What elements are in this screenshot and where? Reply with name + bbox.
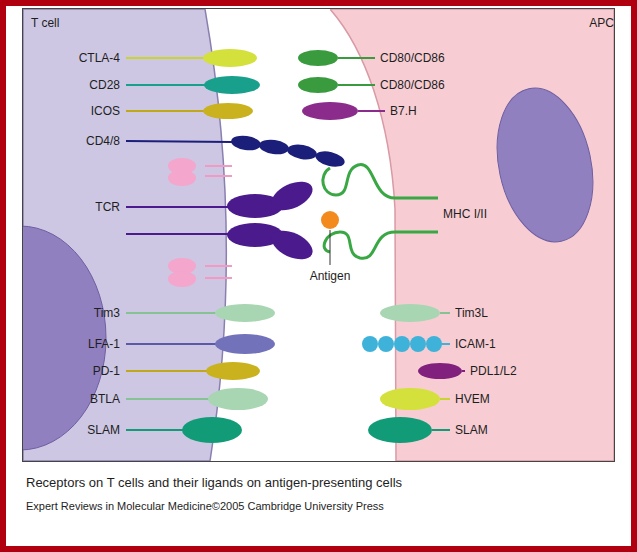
molecule-name: CD28 [89, 78, 120, 92]
stem [338, 57, 375, 59]
stem [205, 165, 232, 167]
stem [126, 370, 207, 372]
stem [126, 312, 216, 314]
stem [205, 265, 232, 267]
tcr-chain [267, 225, 317, 265]
cell-name: APC [330, 16, 614, 30]
icam1-domain [362, 336, 378, 352]
icam1-domain [394, 336, 410, 352]
stem [126, 206, 230, 208]
outer-border [3, 3, 634, 549]
cell-name: T cell [31, 16, 250, 30]
molecule-name: PD-1 [93, 364, 120, 378]
mhc-molecule [323, 165, 438, 198]
stem [338, 84, 375, 86]
icam1-domain [410, 336, 426, 352]
pd1-receptor [206, 362, 260, 380]
molecule-name: PDL1/L2 [470, 364, 517, 378]
cd4-domain [314, 149, 346, 170]
cd4-domain [230, 134, 262, 152]
stem [126, 233, 230, 235]
stem [205, 277, 232, 279]
cd3-subunit [168, 170, 196, 186]
stem [126, 110, 205, 112]
molecule-name: Antigen [310, 269, 351, 283]
molecule-name: LFA-1 [88, 337, 120, 351]
icam1-domain [426, 336, 442, 352]
mhc-molecule [324, 232, 438, 258]
cell-membrane [330, 9, 614, 461]
cd80-ligand [298, 50, 338, 66]
stem [126, 343, 216, 345]
molecule-name: SLAM [455, 423, 488, 437]
molecule-name: HVEM [455, 392, 490, 406]
molecule-name: CD80/CD86 [380, 51, 445, 65]
molecule-name: TCR [95, 200, 120, 214]
stem [358, 110, 385, 112]
antigen-peptide [321, 211, 339, 229]
tim3-receptor [215, 304, 275, 322]
stem [126, 84, 206, 86]
cd4-domain [286, 143, 318, 162]
tcr-chain [267, 176, 317, 216]
stem [462, 370, 465, 372]
molecule-name: CTLA-4 [79, 51, 120, 65]
stem [205, 175, 232, 177]
ctla4-receptor [203, 49, 257, 67]
stem [440, 398, 450, 400]
cell-nucleus [484, 79, 606, 251]
cd28-receptor [204, 76, 260, 94]
stem [126, 429, 183, 431]
tim3l-ligand [380, 304, 440, 322]
b7h-ligand [302, 102, 358, 120]
cd80-ligand [298, 77, 338, 93]
molecule-name: ICAM-1 [455, 337, 496, 351]
molecule-name: MHC I/II [443, 207, 487, 221]
btla-receptor [208, 388, 268, 410]
cd4-domain [258, 138, 290, 156]
molecule-name: Tim3 [94, 306, 120, 320]
diagram-panel [23, 9, 615, 462]
stem [126, 57, 205, 59]
lfa1-receptor [215, 334, 275, 354]
slam-ligand [368, 417, 432, 443]
credit-line: Expert Reviews in Molecular Medicine©200… [26, 499, 384, 513]
slam-receptor [182, 417, 242, 443]
icam1-domain [378, 336, 394, 352]
stem [432, 429, 450, 431]
molecule-name: Tim3L [455, 306, 488, 320]
molecule-name: CD80/CD86 [380, 78, 445, 92]
hvem-ligand [380, 388, 440, 410]
molecule-name: CD4/8 [86, 134, 120, 148]
stem [126, 398, 209, 400]
cd3-subunit [168, 271, 196, 287]
molecule-name: SLAM [87, 423, 120, 437]
pdl1-ligand [418, 363, 462, 379]
figure-caption: Receptors on T cells and their ligands o… [26, 475, 402, 491]
stem [126, 141, 232, 142]
leader-line [330, 230, 331, 265]
stem [440, 312, 450, 314]
molecule-name: ICOS [91, 104, 120, 118]
icos-receptor [203, 103, 253, 119]
molecule-name: B7.H [390, 104, 417, 118]
molecule-name: BTLA [90, 392, 120, 406]
